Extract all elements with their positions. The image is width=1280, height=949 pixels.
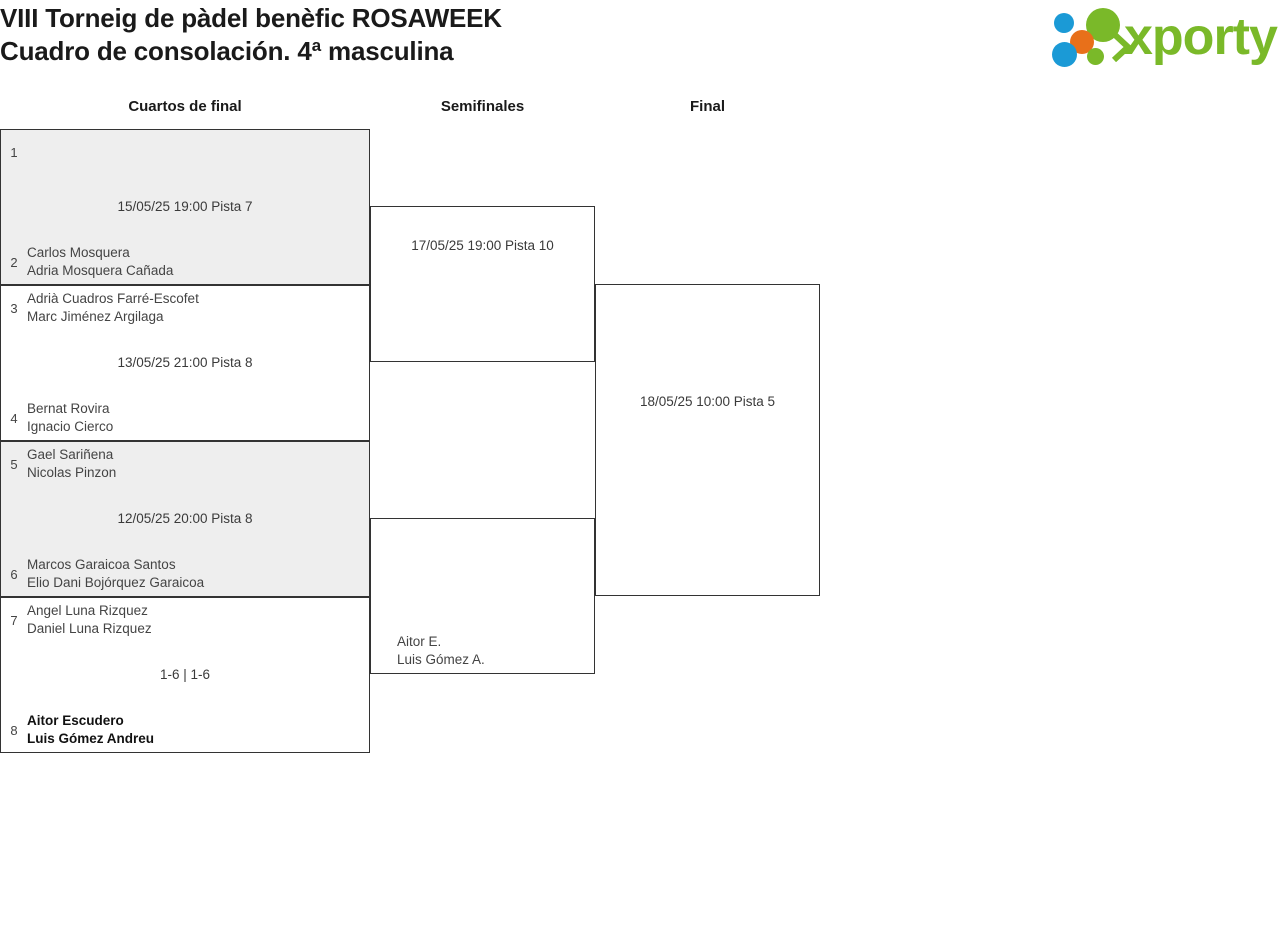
player-name-1: Marcos Garaicoa Santos [27,557,176,572]
match-slot-bottom[interactable]: 2 Carlos Mosquera Adria Mosquera Cañada [1,240,369,284]
match-slot-bottom[interactable]: 4 Bernat Rovira Ignacio Cierco [1,396,369,440]
player-name-2: Nicolas Pinzon [27,465,117,480]
connector-qf1-sf1 [370,206,371,207]
match-slot-bottom[interactable]: Aitor E. Luis Gómez A. [371,629,594,673]
match-semifinal-1[interactable]: 17/05/25 19:00 Pista 10 [370,206,595,362]
player-names: Gael Sariñena Nicolas Pinzon [27,446,116,482]
match-slot-top[interactable]: 3 Adrià Cuadros Farré-Escofet Marc Jimén… [1,286,369,330]
bracket-subtitle: Cuadro de consolación. 4ª masculina [0,36,454,66]
match-meta: 17/05/25 19:00 Pista 10 [411,238,554,253]
player-name-1: Carlos Mosquera [27,245,130,260]
player-names: Adrià Cuadros Farré-Escofet Marc Jiménez… [27,290,199,326]
match-slot-bottom[interactable]: 6 Marcos Garaicoa Santos Elio Dani Bojór… [1,552,369,596]
logo-dot-blue-bottom [1052,42,1077,67]
player-name-2: Marc Jiménez Argilaga [27,309,164,324]
page-title: VIII Torneig de pàdel benèfic ROSAWEEK C… [0,2,502,68]
player-name-2: Daniel Luna Rizquez [27,621,152,636]
match-meta: 12/05/25 20:00 Pista 8 [117,511,253,526]
logo-chevron-icon [1112,32,1132,62]
player-names: Carlos Mosquera Adria Mosquera Cañada [27,244,173,280]
player-names: Angel Luna Rizquez Daniel Luna Rizquez [27,602,152,638]
player-name-2: Luis Gómez Andreu [27,731,155,746]
match-slot-top[interactable]: 1 [1,130,369,174]
match-meta: 13/05/25 21:00 Pista 8 [117,355,253,370]
logo-wordmark: xporty [1124,8,1278,66]
player-names: Marcos Garaicoa Santos Elio Dani Bojórqu… [27,556,204,592]
match-slot-top[interactable] [596,285,819,329]
player-name-1: Aitor E. [397,634,442,649]
logo-dots-icon [1050,4,1128,68]
seed-number: 2 [10,254,18,270]
player-names: Bernat Rovira Ignacio Cierco [27,400,113,436]
player-name-2: Elio Dani Bojórquez Garaicoa [27,575,205,590]
match-quarterfinal-3[interactable]: 5 Gael Sariñena Nicolas Pinzon 12/05/25 … [0,441,370,597]
round-header-quarterfinals: Cuartos de final [128,98,242,115]
match-final[interactable]: 18/05/25 10:00 Pista 5 [595,284,820,596]
match-slot-bottom[interactable] [596,551,819,595]
connector-sf1-stub [595,362,596,363]
player-name-2: Adria Mosquera Cañada [27,263,174,278]
player-name-1: Gael Sariñena [27,447,114,462]
xporty-logo[interactable]: xporty [1050,4,1278,68]
player-name-2: Luis Gómez A. [397,652,485,667]
match-slot-bottom[interactable]: 8 Aitor Escudero Luis Gómez Andreu [1,708,369,752]
connector-final-top [595,284,596,285]
logo-dot-green-small [1087,48,1104,65]
player-name-1: Angel Luna Rizquez [27,603,148,618]
round-header-final: Final [689,98,725,115]
player-names: Aitor E. Luis Gómez A. [397,633,485,669]
match-slot-top[interactable]: 5 Gael Sariñena Nicolas Pinzon [1,442,369,486]
seed-number: 6 [10,566,18,582]
match-semifinal-2[interactable]: Aitor E. Luis Gómez A. [370,518,595,674]
match-slot-top[interactable] [371,519,594,563]
round-header-semifinals: Semifinales [440,98,525,115]
seed-number: 5 [10,456,18,472]
match-quarterfinal-1[interactable]: 1 15/05/25 19:00 Pista 7 2 Carlos Mosque… [0,129,370,285]
match-meta: 15/05/25 19:00 Pista 7 [117,199,253,214]
tournament-name: VIII Torneig de pàdel benèfic ROSAWEEK [0,3,502,33]
player-names-winner: Aitor Escudero Luis Gómez Andreu [27,712,154,748]
player-name-1: Bernat Rovira [27,401,110,416]
player-name-2: Ignacio Cierco [27,419,114,434]
match-meta: 18/05/25 10:00 Pista 5 [639,394,776,409]
seed-number: 4 [10,410,18,426]
match-slot-top[interactable]: 7 Angel Luna Rizquez Daniel Luna Rizquez [1,598,369,642]
match-quarterfinal-4[interactable]: 7 Angel Luna Rizquez Daniel Luna Rizquez… [0,597,370,753]
logo-dot-blue-top [1054,13,1074,33]
seed-number: 7 [10,612,18,628]
seed-number: 1 [10,144,18,160]
player-name-1: Adrià Cuadros Farré-Escofet [27,291,199,306]
seed-number: 8 [10,722,18,738]
match-slot-bottom[interactable] [371,317,594,361]
page-header: VIII Torneig de pàdel benèfic ROSAWEEK C… [0,0,1280,75]
seed-number: 3 [10,300,18,316]
match-score: 1-6 | 1-6 [159,667,211,682]
match-quarterfinal-2[interactable]: 3 Adrià Cuadros Farré-Escofet Marc Jimén… [0,285,370,441]
player-name-1: Aitor Escudero [27,713,124,728]
